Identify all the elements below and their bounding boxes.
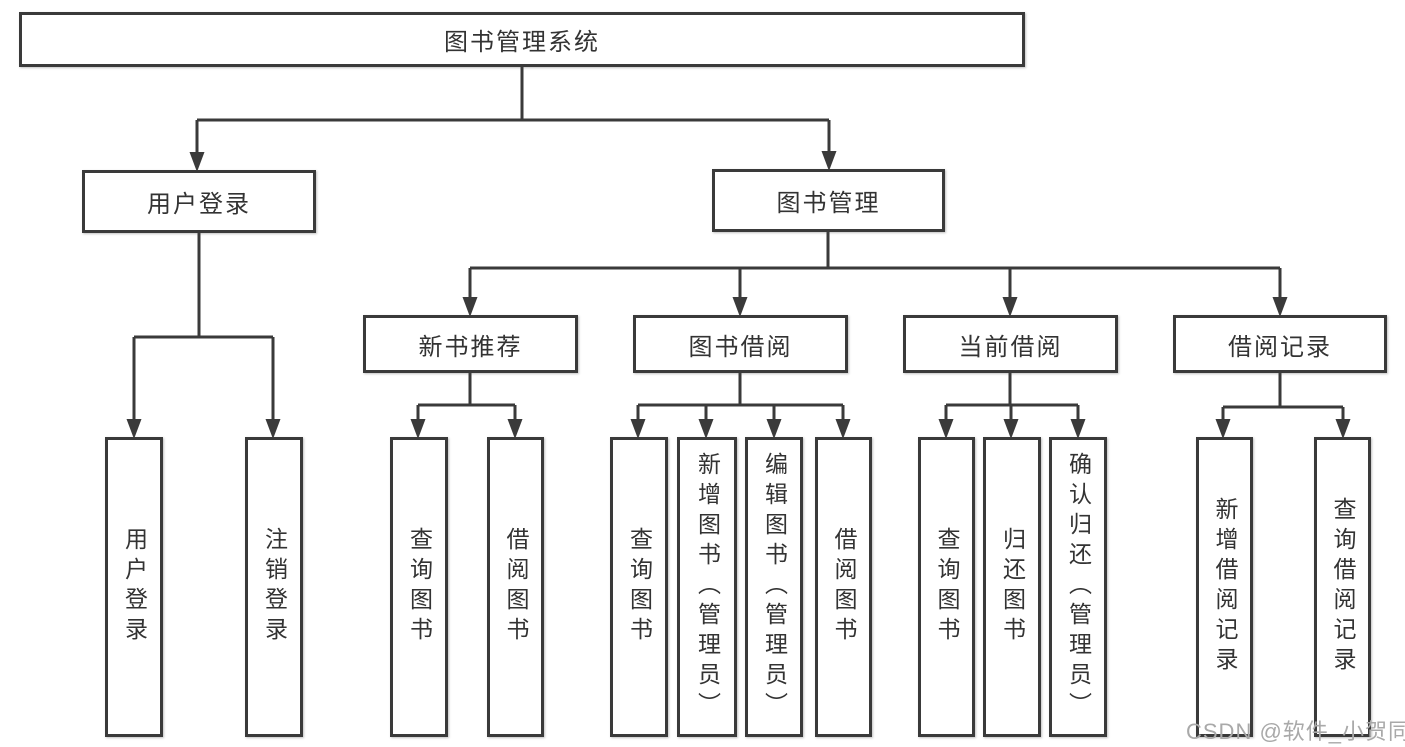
leaf-nbr-query-books: 查询图书 bbox=[390, 437, 448, 737]
node-borrow-records: 借阅记录 bbox=[1173, 315, 1387, 373]
leaf-br-add-record: 新增借阅记录 bbox=[1196, 437, 1253, 737]
leaf-bb-edit-books-admin: 编辑图书（管理员） bbox=[745, 437, 803, 737]
arrow-icon bbox=[507, 419, 523, 439]
connector-new-book-rec-to-leaves bbox=[416, 373, 517, 425]
arrow-icon bbox=[835, 419, 851, 439]
arrow-icon bbox=[1002, 297, 1018, 317]
arrow-icon bbox=[1335, 419, 1351, 439]
arrow-icon bbox=[1003, 419, 1019, 439]
leaf-bb-query-books: 查询图书 bbox=[610, 437, 668, 737]
leaf-cb-query-books: 查询图书 bbox=[918, 437, 975, 737]
arrow-icon bbox=[1272, 297, 1288, 317]
arrowheads bbox=[126, 151, 1351, 439]
arrow-icon bbox=[1215, 419, 1231, 439]
connector-book-mgmt-to-level3 bbox=[468, 232, 1282, 303]
arrow-icon bbox=[265, 419, 281, 439]
connector-book-borrow-to-leaves bbox=[636, 373, 845, 425]
node-current-borrowing: 当前借阅 bbox=[903, 315, 1118, 373]
node-user-login: 用户登录 bbox=[82, 170, 316, 233]
leaf-bb-borrow-books: 借阅图书 bbox=[815, 437, 872, 737]
arrow-icon bbox=[732, 297, 748, 317]
leaf-nbr-borrow-books: 借阅图书 bbox=[487, 437, 544, 737]
arrow-icon bbox=[126, 419, 142, 439]
leaf-br-query-record: 查询借阅记录 bbox=[1314, 437, 1371, 737]
arrow-icon bbox=[766, 419, 782, 439]
watermark: CSDN @软件_小贺同学 bbox=[1186, 719, 1405, 744]
node-book-borrowing: 图书借阅 bbox=[633, 315, 848, 373]
arrow-icon bbox=[189, 152, 205, 172]
node-book-management: 图书管理 bbox=[712, 169, 945, 232]
connector-current-borrow-to-leaves bbox=[944, 373, 1080, 425]
node-new-book-recommend: 新书推荐 bbox=[363, 315, 578, 373]
leaf-cb-return-books: 归还图书 bbox=[983, 437, 1041, 737]
arrow-icon bbox=[821, 151, 837, 171]
connector-root-to-level2 bbox=[195, 67, 831, 158]
arrow-icon bbox=[938, 419, 954, 439]
arrow-icon bbox=[410, 419, 426, 439]
arrow-icon bbox=[462, 297, 478, 317]
connector-user-login-to-leaves bbox=[132, 233, 275, 425]
connector-borrow-records-to-leaves bbox=[1221, 373, 1345, 425]
leaf-logout: 注销登录 bbox=[245, 437, 303, 737]
arrow-icon bbox=[698, 419, 714, 439]
leaf-cb-confirm-return-admin: 确认归还（管理员） bbox=[1049, 437, 1107, 737]
leaf-user-login: 用户登录 bbox=[105, 437, 163, 737]
node-root: 图书管理系统 bbox=[19, 12, 1025, 67]
arrow-icon bbox=[630, 419, 646, 439]
leaf-bb-add-books-admin: 新增图书（管理员） bbox=[677, 437, 737, 737]
arrow-icon bbox=[1070, 419, 1086, 439]
